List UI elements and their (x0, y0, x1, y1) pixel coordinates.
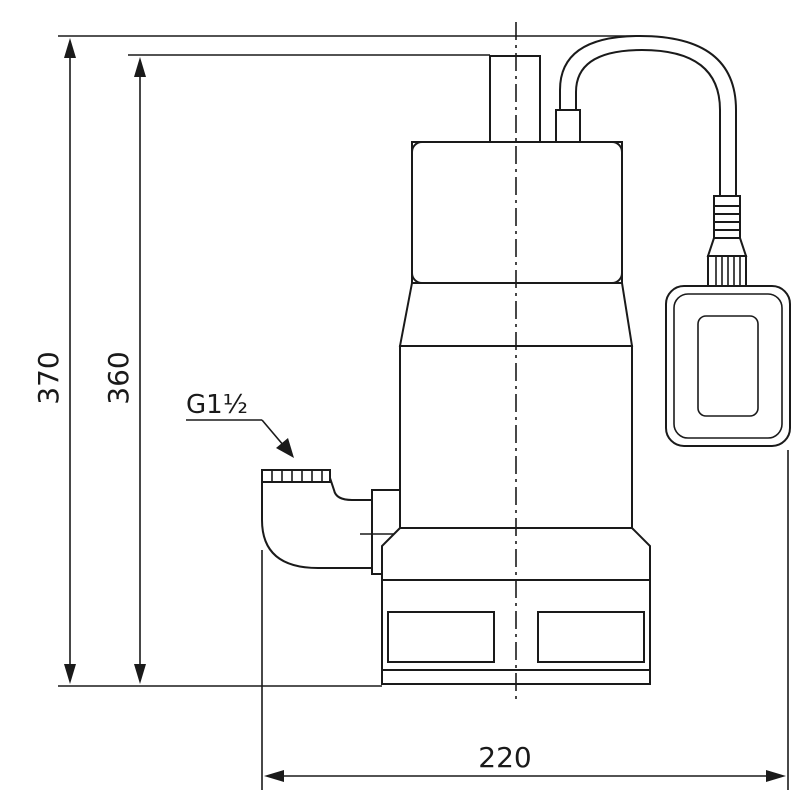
thread-label: G1½ (186, 390, 248, 420)
dimension-body-height: 360 (102, 54, 490, 684)
float-cable (559, 34, 737, 200)
dimension-360-label: 360 (102, 351, 135, 404)
thread-callout: G1½ (186, 390, 294, 458)
strainer-slot-right (537, 611, 645, 663)
strainer-slot-left (387, 611, 495, 663)
thread-marks (271, 470, 323, 482)
dimension-width: 220 (261, 450, 789, 790)
dimension-220-label: 220 (478, 741, 531, 774)
motor-housing-top (411, 141, 623, 284)
dimension-370-label: 370 (32, 351, 65, 404)
dimension-total-height: 370 (32, 35, 640, 687)
top-handle (489, 55, 541, 143)
cable-gland (555, 109, 581, 143)
float-switch (665, 195, 791, 447)
